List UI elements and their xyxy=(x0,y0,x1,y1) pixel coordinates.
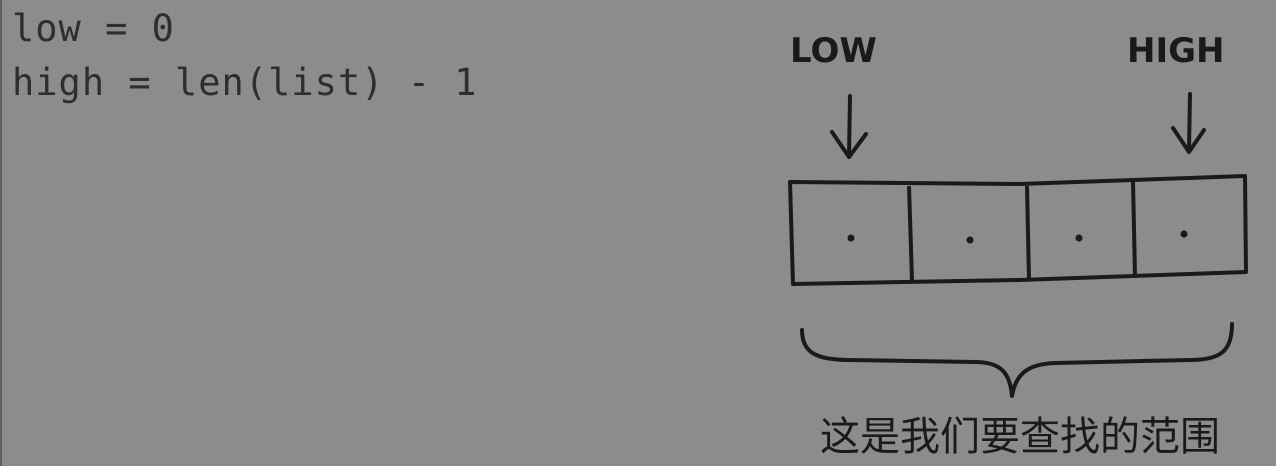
array-cell-dot-1 xyxy=(847,234,855,242)
code-line-high: high = len(list) - 1 xyxy=(12,61,478,104)
range-caption: 这是我们要查找的范围 xyxy=(820,414,1220,460)
array-divider-3 xyxy=(1131,181,1137,277)
array-box xyxy=(788,174,1248,286)
array-cell-dot-4 xyxy=(1180,230,1188,238)
array-divider-1 xyxy=(907,185,914,281)
code-block: low = 0 high = len(list) - 1 xyxy=(12,2,478,110)
high-arrow-icon xyxy=(1171,92,1206,154)
low-arrow-icon xyxy=(830,94,868,159)
code-line-low: low = 0 xyxy=(12,7,175,50)
high-label: HIGH xyxy=(1127,31,1224,71)
array-cells xyxy=(847,230,1188,244)
low-label: LOW xyxy=(790,31,877,71)
left-edge-border xyxy=(0,0,2,466)
array-cell-dot-3 xyxy=(1075,234,1083,242)
range-brace xyxy=(800,322,1234,398)
array-cell-dot-2 xyxy=(966,236,974,244)
array-divider-2 xyxy=(1025,185,1031,281)
